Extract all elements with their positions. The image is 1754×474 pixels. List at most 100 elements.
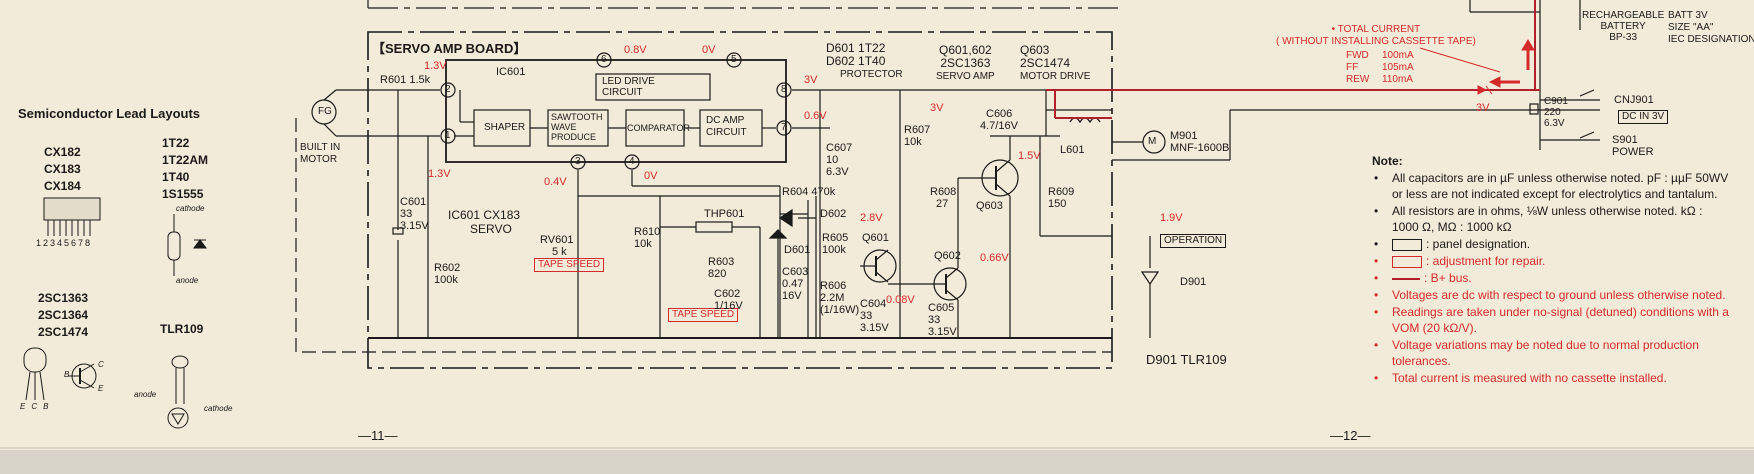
note-item: •: adjustment for repair. <box>1374 254 1546 268</box>
total-current-heading: • TOTAL CURRENT( WITHOUT INSTALLING CASS… <box>1276 24 1476 47</box>
led-cathode-label: cathode <box>204 404 233 413</box>
page-bottom-edge <box>0 450 1754 474</box>
lead-layouts-title: Semiconductor Lead Layouts <box>18 106 201 121</box>
part-cx182: CX182 <box>44 145 81 159</box>
note-item: •: panel designation. <box>1374 237 1531 251</box>
tape-speed-adjust-2: TAPE SPEED <box>668 308 739 322</box>
voltage-q601-emitter: 0.08V <box>886 294 915 306</box>
q602-label: Q602 <box>934 250 961 262</box>
thp601-label: THP601 <box>704 208 745 220</box>
q601-label: Q601 <box>862 232 889 244</box>
pin-b: B <box>64 370 70 379</box>
adjustment-box-icon <box>1392 255 1422 268</box>
dc-in-panel-label: DC IN 3V <box>1618 110 1669 124</box>
comparator-block: COMPARATOR <box>627 123 691 133</box>
part-2sc1474: 2SC1474 <box>38 325 89 339</box>
voltage-pin1: 1.3V <box>428 168 451 180</box>
cnj901-label: CNJ901 <box>1614 94 1654 106</box>
pins-ecb: ECB <box>20 402 55 411</box>
r604-label: R604 470k <box>782 186 836 198</box>
pin-8: 8 <box>781 84 787 95</box>
ic601-label: IC601 <box>496 66 526 78</box>
note-item: •Readings are taken under no-signal (det… <box>1374 305 1729 335</box>
transistor-part-list: 2SC1363 2SC1364 2SC1474 <box>38 290 88 341</box>
shaper-block: SHAPER <box>484 122 526 133</box>
operation-panel-label: OPERATION <box>1160 234 1227 248</box>
voltage-pin6: 0.8V <box>624 44 647 56</box>
pin-1: 1 <box>445 130 451 141</box>
fg-label: FG <box>318 106 332 117</box>
part-2sc1363: 2SC1363 <box>38 291 89 305</box>
pin-3: 3 <box>575 156 581 167</box>
voltage-pin5: 0V <box>702 44 716 56</box>
pin-e: E <box>98 384 104 393</box>
voltage-pin2: 1.3V <box>424 60 447 72</box>
voltage-pin4: 0V <box>644 170 658 182</box>
d901-label: D901 <box>1180 276 1207 288</box>
d601-label: D601 <box>784 244 811 256</box>
q603-label: Q603 <box>976 200 1003 212</box>
pin-7: 7 <box>781 122 787 133</box>
voltage-q602: 0.66V <box>980 252 1009 264</box>
voltage-operation: 1.9V <box>1160 212 1183 224</box>
part-1t22am: 1T22AM <box>162 153 209 167</box>
pin-5: 5 <box>731 54 737 65</box>
part-tlr109: TLR109 <box>160 322 204 336</box>
pin-4: 4 <box>629 156 635 167</box>
r601-label: R601 1.5k <box>380 74 431 86</box>
note-item: •Voltages are dc with respect to ground … <box>1374 288 1726 302</box>
pin-2: 2 <box>445 84 451 95</box>
l601-label: L601 <box>1060 144 1085 156</box>
pin-c: C <box>98 360 104 369</box>
part-1t40: 1T40 <box>162 170 190 184</box>
voltage-3v-b: 3V <box>1476 102 1490 114</box>
diode-anode-label: anode <box>176 276 199 285</box>
notes-list: •All capacitors are in µF unless otherwi… <box>1372 170 1732 387</box>
part-2sc1364: 2SC1364 <box>38 308 89 322</box>
voltage-q601: 2.8V <box>860 212 883 224</box>
tape-speed-adjust-1: TAPE SPEED <box>534 258 605 272</box>
voltage-pin8: 3V <box>804 74 818 86</box>
bplus-line-icon <box>1392 277 1420 280</box>
diode-cathode-label: cathode <box>176 204 205 213</box>
led-anode-label: anode <box>134 390 157 399</box>
note-item: •Total current is measured with no casse… <box>1374 371 1667 385</box>
part-1s1555: 1S1555 <box>162 187 204 201</box>
page-number-11: —11— <box>358 428 398 443</box>
board-title: 【SERVO AMP BOARD】 <box>372 41 527 56</box>
part-cx183: CX183 <box>44 162 81 176</box>
motor-m-symbol: M <box>1148 136 1157 147</box>
d901-tlr109-label: D901 TLR109 <box>1146 352 1227 367</box>
note-item: •All capacitors are in µF unless otherwi… <box>1374 171 1729 201</box>
voltage-q603: 1.5V <box>1018 150 1041 162</box>
d602-label: D602 <box>820 208 847 220</box>
voltage-3v-a: 3V <box>930 102 944 114</box>
diode-part-list: 1T22 1T22AM 1T40 1S1555 <box>162 135 208 203</box>
